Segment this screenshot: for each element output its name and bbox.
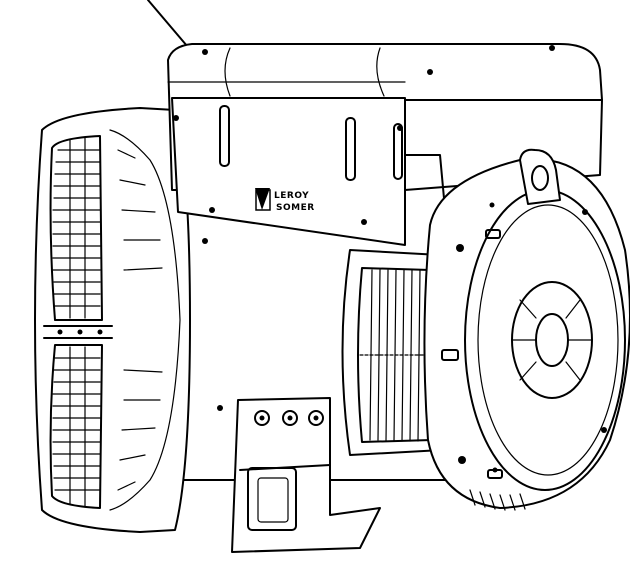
- rotor-hub: [511, 281, 593, 399]
- terminal-box: [167, 43, 603, 246]
- front-bearing-housing: [423, 148, 630, 511]
- fan-cover: [34, 107, 191, 533]
- fan-flange-ribs: [109, 129, 181, 511]
- mounting-foot: [231, 397, 381, 553]
- front-vent-grille: [357, 267, 433, 443]
- manufacturer-logo: LEROY SOMER: [255, 188, 315, 213]
- logo-text-line1: LEROY: [274, 191, 309, 201]
- logo-text-line2: SOMER: [276, 203, 315, 213]
- fan-grille-upper: [49, 135, 103, 321]
- fan-grille-lower: [49, 344, 103, 509]
